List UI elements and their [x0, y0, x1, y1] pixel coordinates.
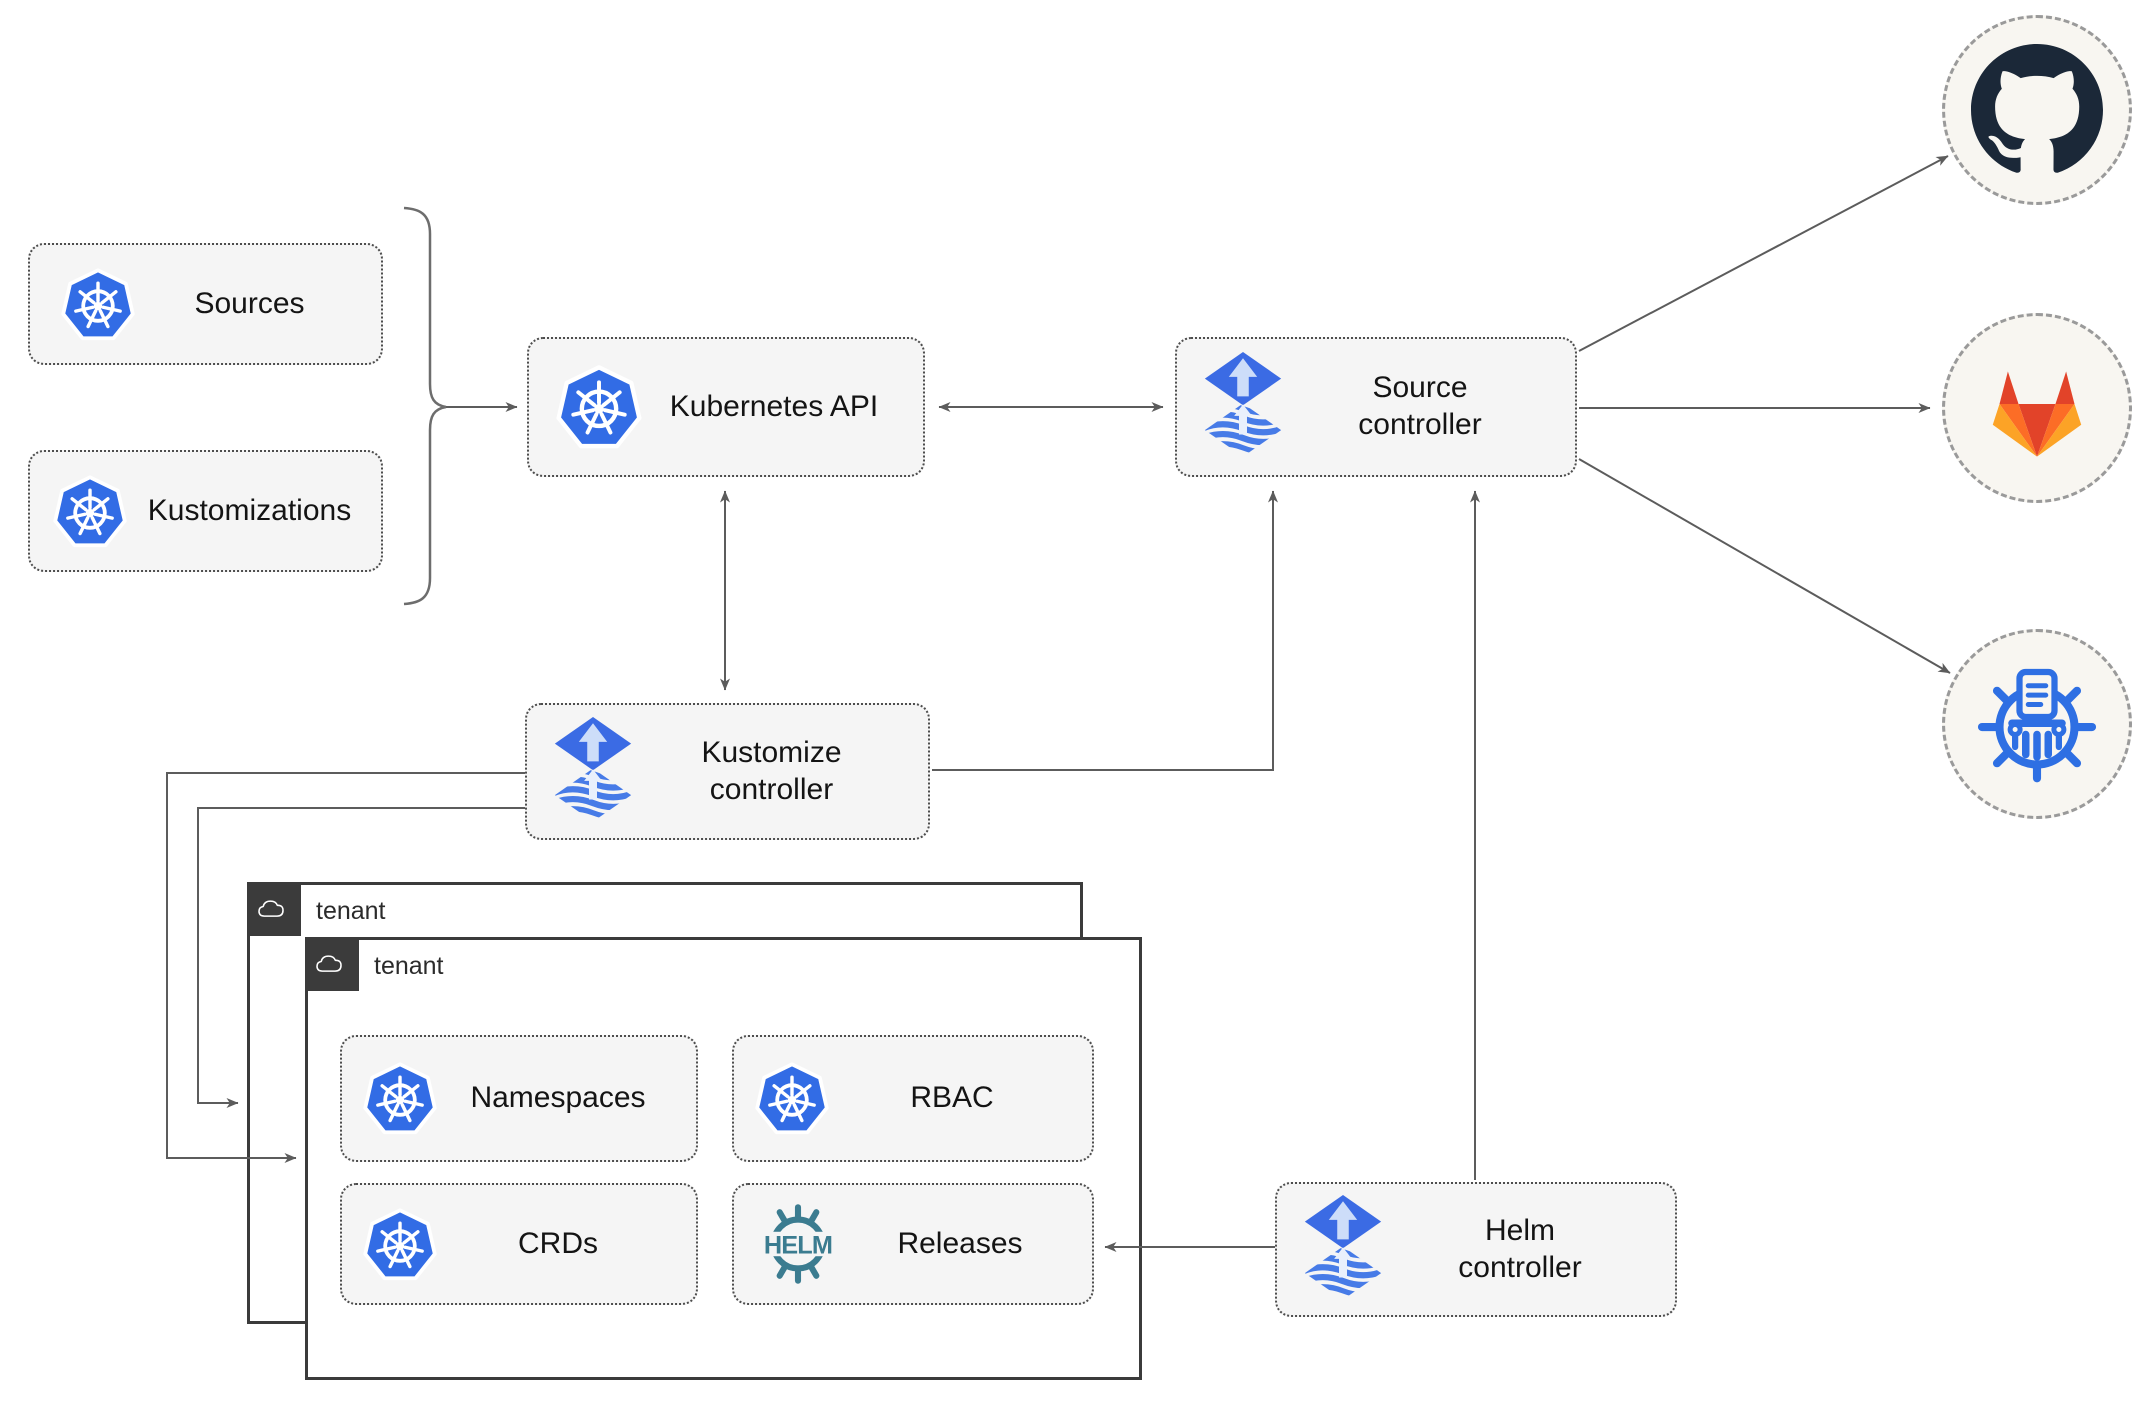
github-icon — [1971, 44, 2103, 173]
node-sources: Sources — [28, 243, 383, 365]
flux-icon — [1203, 352, 1283, 462]
kubernetes-icon — [52, 472, 128, 551]
kubernetes-icon — [555, 361, 643, 453]
node-namespaces: Namespaces — [340, 1035, 698, 1162]
kubernetes-icon — [362, 1059, 438, 1138]
tenant-inner-label: tenant — [374, 952, 444, 980]
tenant-outer-badge — [247, 882, 301, 936]
node-rbac-label: RBAC — [910, 1081, 994, 1115]
registry-wheel-icon — [1968, 662, 2106, 787]
node-kustomize-controller: Kustomize controller — [525, 703, 930, 840]
helm-icon: HELM — [750, 1200, 846, 1288]
kubernetes-icon — [754, 1059, 830, 1138]
helm-repository-circle — [1942, 629, 2132, 819]
node-kubernetes-api: Kubernetes API — [527, 337, 925, 477]
kubernetes-icon — [60, 265, 136, 344]
tenant-outer-label: tenant — [316, 897, 386, 925]
node-rbac: RBAC — [732, 1035, 1094, 1162]
flux-icon — [553, 717, 633, 827]
edge-source-to-github — [1578, 155, 1949, 352]
node-helm-controller-label: Helm controller — [1458, 1213, 1582, 1284]
brace-sources-group — [403, 206, 447, 606]
tenant-inner-badge — [305, 937, 359, 991]
node-namespaces-label: Namespaces — [470, 1081, 646, 1115]
node-source-controller: Source controller — [1175, 337, 1577, 477]
node-releases: HELM Releases — [732, 1183, 1094, 1305]
flux-icon — [1303, 1195, 1383, 1305]
helm-wordmark: HELM — [764, 1232, 832, 1260]
edge-kustomize-to-source-controller — [932, 490, 1278, 771]
node-kustomize-controller-label: Kustomize controller — [701, 735, 842, 806]
kubernetes-icon — [362, 1205, 438, 1284]
node-kustomizations: Kustomizations — [28, 450, 383, 572]
cloud-icon — [258, 899, 284, 917]
node-crds-label: CRDs — [518, 1226, 598, 1260]
node-crds: CRDs — [340, 1183, 698, 1305]
node-source-controller-label: Source controller — [1358, 371, 1482, 441]
github-repo-circle — [1942, 15, 2132, 205]
node-kubernetes-api-label: Kubernetes API — [669, 389, 879, 423]
cloud-icon — [316, 954, 342, 972]
node-releases-label: Releases — [897, 1226, 1023, 1260]
node-kustomizations-label: Kustomizations — [147, 493, 352, 527]
node-sources-label: Sources — [194, 286, 305, 320]
gitlab-repo-circle — [1942, 313, 2132, 503]
node-helm-controller: Helm controller — [1275, 1182, 1677, 1317]
edge-source-to-helm-repository — [1578, 458, 1951, 674]
gitlab-icon — [1992, 371, 2082, 457]
